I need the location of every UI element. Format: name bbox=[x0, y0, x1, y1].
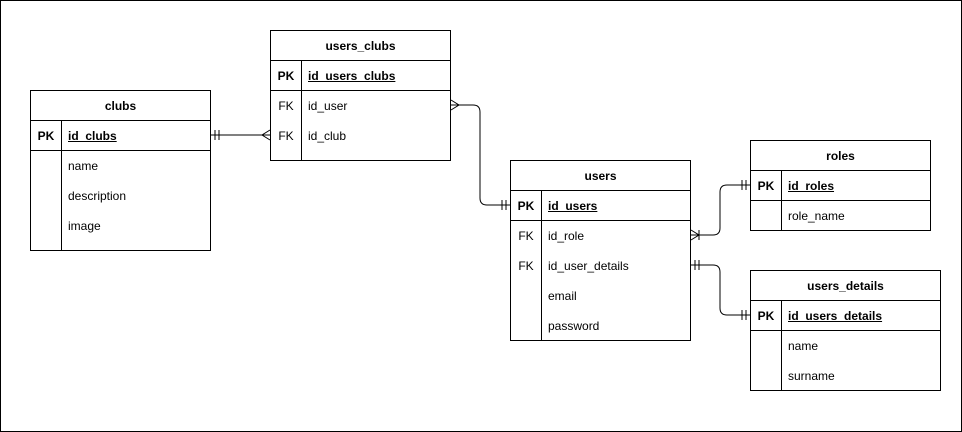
field-row: FK id_club bbox=[271, 121, 450, 151]
entity-title: clubs bbox=[31, 91, 210, 121]
pk-column: id_users_details bbox=[788, 309, 883, 323]
fk-marker: FK bbox=[518, 259, 534, 273]
primary-key-row: PK id_clubs bbox=[31, 121, 210, 151]
primary-key-row: PK id_roles bbox=[751, 171, 930, 201]
primary-key-row: PK id_users_details bbox=[751, 301, 940, 331]
entity-clubs[interactable]: clubs PK id_clubs name description image bbox=[30, 90, 211, 251]
pk-column: id_users_clubs bbox=[308, 69, 396, 83]
key-column-divider bbox=[61, 121, 62, 250]
primary-key-row: PK id_users_clubs bbox=[271, 61, 450, 91]
field-row: description bbox=[31, 181, 210, 211]
pk-marker: PK bbox=[757, 179, 775, 193]
pk-marker: PK bbox=[277, 69, 295, 83]
field-row: FK id_user bbox=[271, 91, 450, 121]
pk-marker: PK bbox=[37, 129, 55, 143]
field-row: name bbox=[751, 331, 940, 361]
entity-title: users_details bbox=[751, 271, 940, 301]
field-column: surname bbox=[788, 369, 835, 383]
pk-marker: PK bbox=[517, 199, 535, 213]
field-column: name bbox=[788, 339, 819, 353]
field-column: email bbox=[548, 289, 577, 303]
primary-key-row: PK id_users bbox=[511, 191, 690, 221]
field-column: id_user bbox=[308, 99, 348, 113]
field-column: password bbox=[548, 319, 600, 333]
field-row: password bbox=[511, 311, 690, 341]
entity-roles[interactable]: roles PK id_roles role_name bbox=[750, 140, 931, 231]
field-row: FK id_role bbox=[511, 221, 690, 251]
pk-column: id_clubs bbox=[68, 129, 117, 143]
entity-users-details[interactable]: users_details PK id_users_details name s… bbox=[750, 270, 941, 391]
pk-column: id_roles bbox=[788, 179, 835, 193]
field-row: surname bbox=[751, 361, 940, 391]
field-row: FK id_user_details bbox=[511, 251, 690, 281]
fk-marker: FK bbox=[278, 99, 294, 113]
entity-title: roles bbox=[751, 141, 930, 171]
fk-marker: FK bbox=[278, 129, 294, 143]
field-column: name bbox=[68, 159, 99, 173]
entity-users-clubs[interactable]: users_clubs PK id_users_clubs FK id_user… bbox=[270, 30, 451, 161]
field-column: id_club bbox=[308, 129, 347, 143]
entity-users[interactable]: users PK id_users FK id_role FK id_user_… bbox=[510, 160, 691, 341]
entity-title: users bbox=[511, 161, 690, 191]
field-row: email bbox=[511, 281, 690, 311]
key-column-divider bbox=[781, 171, 782, 230]
key-column-divider bbox=[301, 61, 302, 160]
field-column: description bbox=[68, 189, 127, 203]
pk-column: id_users bbox=[548, 199, 598, 213]
key-column-divider bbox=[781, 301, 782, 390]
pk-marker: PK bbox=[757, 309, 775, 323]
field-column: id_role bbox=[548, 229, 585, 243]
field-column: id_user_details bbox=[548, 259, 629, 273]
field-column: image bbox=[68, 219, 101, 233]
field-row: image bbox=[31, 211, 210, 241]
field-row: role_name bbox=[751, 201, 930, 231]
field-row: name bbox=[31, 151, 210, 181]
entity-title: users_clubs bbox=[271, 31, 450, 61]
key-column-divider bbox=[541, 191, 542, 340]
field-column: role_name bbox=[788, 209, 845, 223]
fk-marker: FK bbox=[518, 229, 534, 243]
